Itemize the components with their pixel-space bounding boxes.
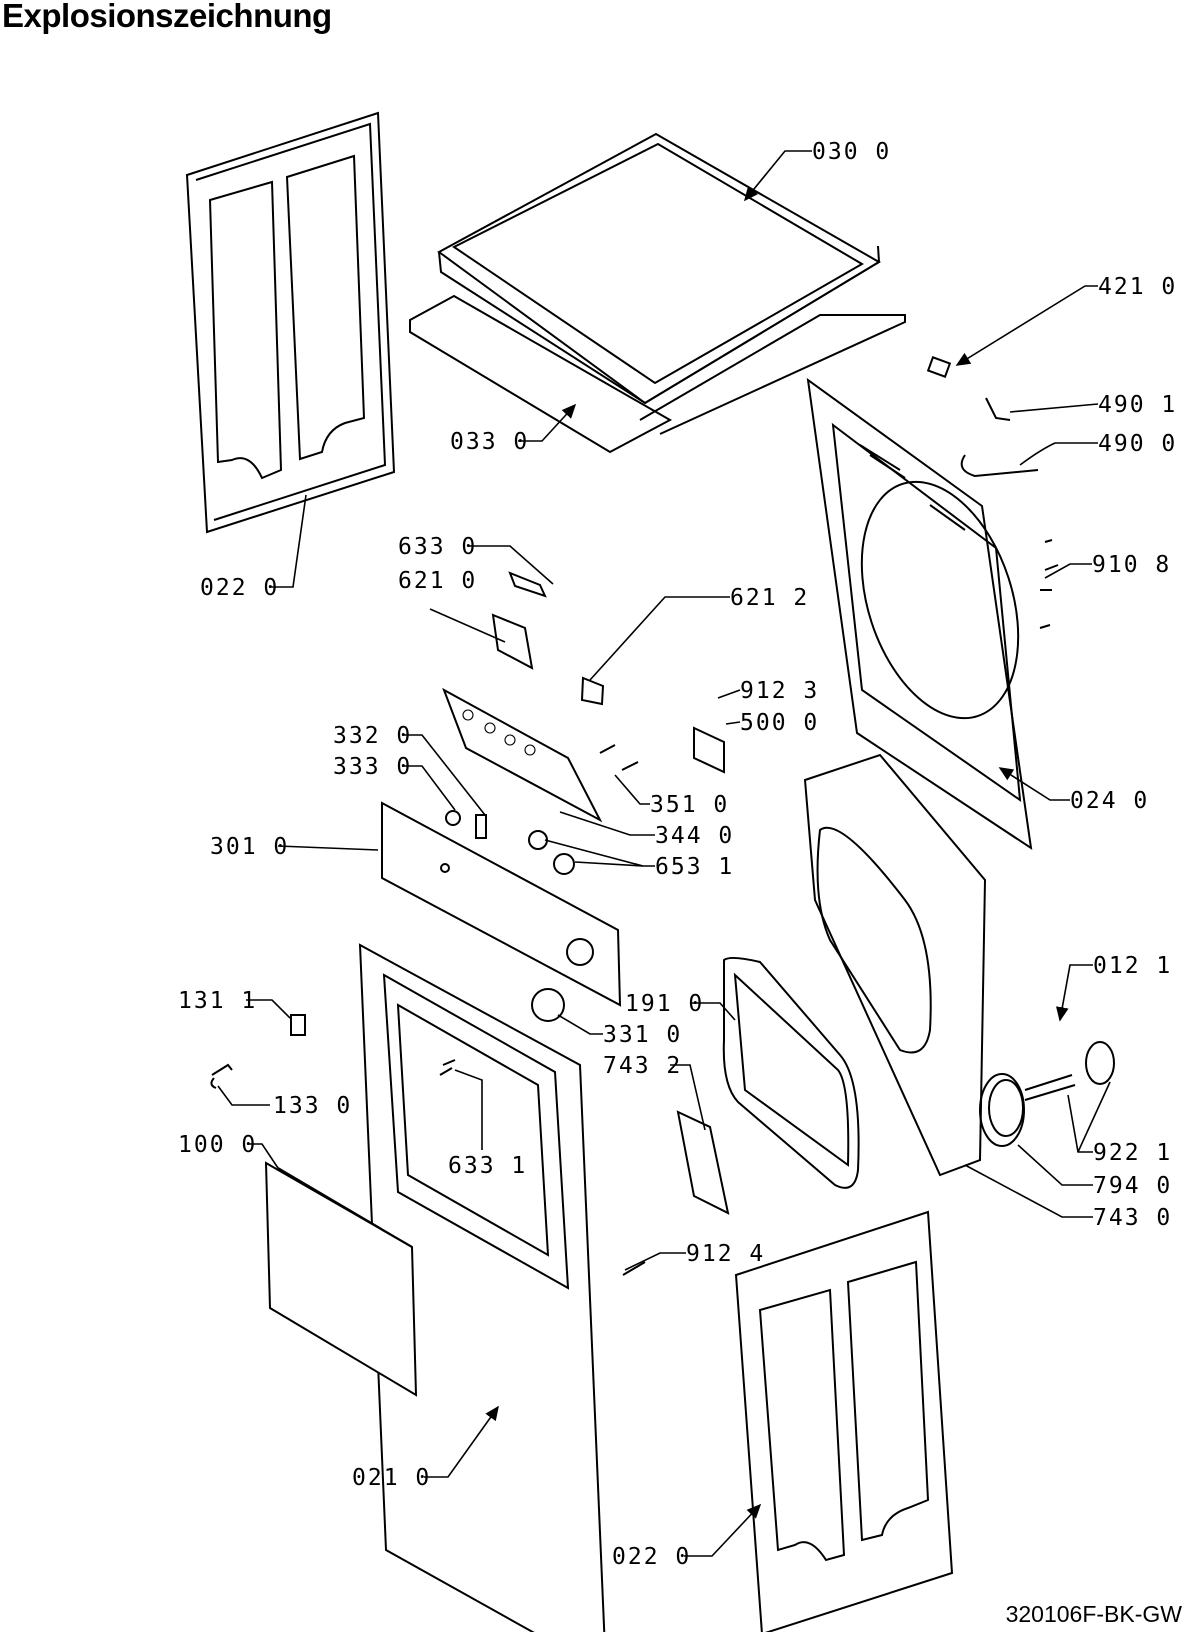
- callout-label: 653 1: [655, 854, 734, 880]
- callout-label: 033 0: [450, 429, 529, 455]
- callout-label: 133 0: [273, 1093, 352, 1119]
- callout-label: 794 0: [1093, 1173, 1172, 1199]
- callout-label: 022 0: [612, 1544, 691, 1570]
- callout-label: 743 2: [603, 1053, 682, 1079]
- document-code: 320106F-BK-GW: [1005, 1601, 1182, 1627]
- callout-label: 191 0: [625, 991, 704, 1017]
- callout-label: 332 0: [333, 723, 412, 749]
- callout-label: 621 0: [398, 568, 477, 594]
- front-panel: [358, 943, 606, 1632]
- callout-label: 421 0: [1098, 274, 1177, 300]
- callout-label: 621 2: [730, 585, 809, 611]
- leader-lines: [217, 150, 1111, 1557]
- callout-labels: 030 0 421 0 490 1 490 0 033 0 022 0 633 …: [178, 139, 1177, 1570]
- callout-label: 021 0: [352, 1465, 431, 1491]
- callout-label: 024 0: [1070, 788, 1149, 814]
- pcb-board: [442, 687, 603, 823]
- control-panel: [381, 801, 622, 1007]
- callout-label: 633 1: [448, 1153, 527, 1179]
- callout-label: 743 0: [1093, 1205, 1172, 1231]
- callout-label: 922 1: [1093, 1140, 1172, 1166]
- callout-label: 100 0: [178, 1132, 257, 1158]
- callout-label: 500 0: [740, 710, 819, 736]
- page-title: Explosionszeichnung: [2, 0, 332, 34]
- callout-label: 333 0: [333, 754, 412, 780]
- top-cover: [437, 132, 881, 405]
- callout-label: 351 0: [650, 792, 729, 818]
- callout-label: 910 8: [1092, 552, 1171, 578]
- side-panel-right: [734, 1210, 954, 1632]
- callout-label: 912 3: [740, 678, 819, 704]
- callout-label: 912 4: [686, 1241, 765, 1267]
- rear-panel: [806, 377, 1033, 851]
- callout-label: 344 0: [655, 823, 734, 849]
- door-seal: [722, 956, 860, 1189]
- top-plate: [409, 294, 906, 454]
- callout-label: 301 0: [210, 834, 289, 860]
- side-panel-left: [185, 111, 396, 534]
- callout-label: 633 0: [398, 534, 477, 560]
- filter-element: [676, 1110, 730, 1215]
- callout-label: 490 0: [1098, 431, 1177, 457]
- callout-label: 012 1: [1093, 953, 1172, 979]
- drum-housing: [803, 753, 987, 1177]
- callout-label: 331 0: [603, 1022, 682, 1048]
- fan-motor: [988, 1041, 1115, 1137]
- callout-label: 490 1: [1098, 392, 1177, 418]
- callout-label: 131 1: [178, 988, 257, 1014]
- callout-label: 030 0: [812, 139, 891, 165]
- callout-label: 022 0: [200, 575, 279, 601]
- door: [264, 1161, 418, 1397]
